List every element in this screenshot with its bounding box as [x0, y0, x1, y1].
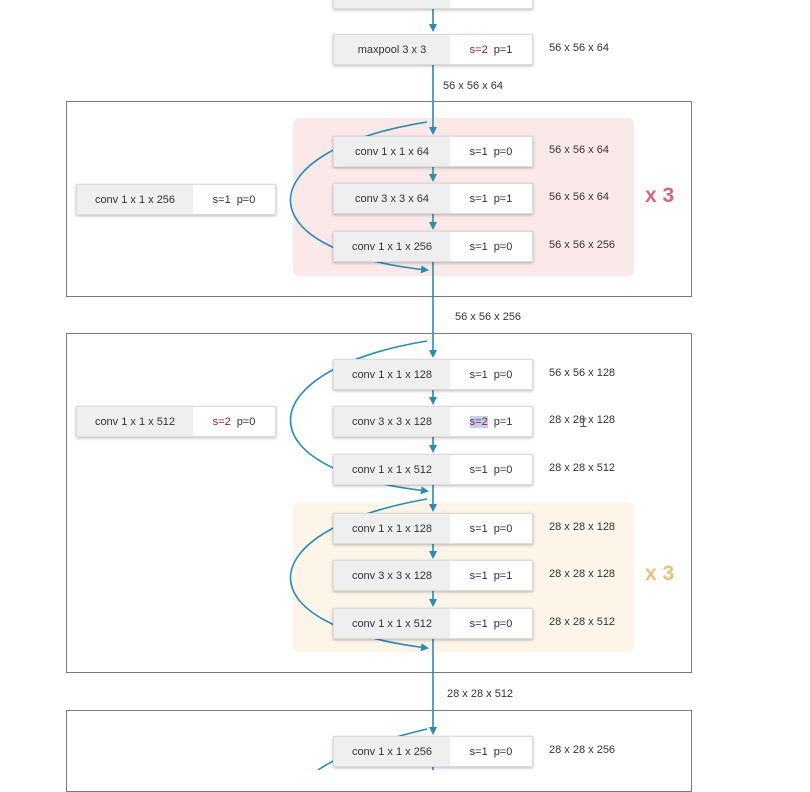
output-shape: 56 x 56 x 128	[549, 367, 616, 379]
stage1-layer-1: conv 1 x 1 x 64 s=1 p=0	[333, 136, 533, 167]
stride-value: s=2	[212, 415, 231, 428]
layer-params: s=1 p=0	[450, 737, 532, 766]
stage1-layer-3: conv 1 x 1 x 256 s=1 p=0	[333, 231, 533, 262]
pad-value: p=0	[493, 617, 513, 630]
resnet-diagram: x 3 x 3	[66, 0, 692, 792]
stride-value: s=2	[469, 415, 488, 428]
stage2-layer-1: conv 1 x 1 x 128 s=1 p=0	[333, 359, 533, 390]
stage2-repeat-label: x 3	[645, 562, 675, 585]
layer-name: conv 1 x 1 x 256	[334, 232, 450, 261]
output-shape: 28 x 28 x 128	[549, 414, 616, 426]
stride-value: s=1	[469, 569, 488, 582]
stage2-repeat-layer-2: conv 3 x 3 x 128 s=1 p=1	[333, 560, 533, 591]
layer-name: conv 1 x 1 x 512	[334, 609, 450, 638]
stride-value: s=1	[469, 463, 488, 476]
pad-value: p=1	[493, 569, 513, 582]
layer-name	[334, 0, 450, 8]
stage1-repeat-label: x 3	[645, 184, 675, 207]
between-shape: 56 x 56 x 64	[443, 80, 503, 92]
layer-params: s=1 p=1	[450, 561, 532, 590]
layer-params: s=1 p=0	[450, 360, 532, 389]
stride-value: s=1	[212, 193, 231, 206]
layer-name: conv 1 x 1 x 256	[77, 185, 193, 214]
pad-value: p=1	[493, 192, 513, 205]
layer-params: s=1 p=1	[450, 184, 532, 213]
maxpool-layer: maxpool 3 x 3 s=2 p=1	[333, 34, 533, 65]
output-shape: 56 x 56 x 64	[549, 191, 609, 203]
pad-value: p=0	[493, 745, 513, 758]
output-shape: 28 x 28 x 512	[549, 462, 616, 474]
stage2-layer-3: conv 1 x 1 x 512 s=1 p=0	[333, 454, 533, 485]
layer-name: conv 1 x 1 x 128	[334, 360, 450, 389]
layer-params: s=1 p=0	[450, 455, 532, 484]
stage1-shortcut-layer: conv 1 x 1 x 256 s=1 p=0	[76, 184, 276, 215]
layer-params: s=1 p=0	[193, 185, 275, 214]
stage2-shortcut-layer: conv 1 x 1 x 512 s=2 p=0	[76, 406, 276, 437]
stage1-layer-2: conv 3 x 3 x 64 s=1 p=1	[333, 183, 533, 214]
stage2-frame	[66, 333, 692, 673]
pad-value: p=0	[493, 368, 513, 381]
pad-value: p=0	[236, 415, 256, 428]
layer-params	[450, 0, 532, 8]
layer-name: conv 3 x 3 x 64	[334, 184, 450, 213]
partial-top-layer	[333, 0, 533, 9]
stride-value: s=1	[469, 522, 488, 535]
layer-name: conv 1 x 1 x 256	[334, 737, 450, 766]
layer-name: maxpool 3 x 3	[334, 35, 450, 64]
between-shape: 28 x 28 x 512	[447, 688, 514, 700]
output-shape: 56 x 56 x 64	[549, 144, 609, 156]
pad-value: p=0	[493, 240, 513, 253]
stage1-frame	[66, 101, 692, 297]
text-cursor-icon: Ɪ	[580, 416, 587, 430]
output-shape: 28 x 28 x 512	[549, 616, 616, 628]
output-shape: 56 x 56 x 256	[549, 239, 616, 251]
layer-params: s=2 p=1	[450, 407, 532, 436]
output-shape: 56 x 56 x 64	[549, 42, 609, 54]
layer-name: conv 3 x 3 x 128	[334, 407, 450, 436]
pad-value: p=0	[493, 463, 513, 476]
layer-name: conv 1 x 1 x 128	[334, 514, 450, 543]
stride-value: s=1	[469, 368, 488, 381]
layer-params: s=1 p=0	[450, 232, 532, 261]
stride-value: s=1	[469, 145, 488, 158]
layer-params: s=1 p=0	[450, 514, 532, 543]
layer-params: s=2 p=1	[450, 35, 532, 64]
pad-value: p=0	[236, 193, 256, 206]
stride-value: s=1	[469, 240, 488, 253]
output-shape: 28 x 28 x 128	[549, 568, 616, 580]
pad-value: p=0	[493, 522, 513, 535]
stage2-layer-2: conv 3 x 3 x 128 s=2 p=1	[333, 406, 533, 437]
output-shape: 28 x 28 x 256	[549, 744, 616, 756]
layer-params: s=1 p=0	[450, 137, 532, 166]
stride-value: s=1	[469, 617, 488, 630]
layer-params: s=2 p=0	[193, 407, 275, 436]
stride-value: s=2	[469, 43, 488, 56]
layer-params: s=1 p=0	[450, 609, 532, 638]
stride-value: s=1	[469, 192, 488, 205]
layer-name: conv 1 x 1 x 512	[334, 455, 450, 484]
pad-value: p=1	[493, 415, 513, 428]
stride-value: s=1	[469, 745, 488, 758]
layer-name: conv 1 x 1 x 512	[77, 407, 193, 436]
pad-value: p=0	[493, 145, 513, 158]
output-shape: 28 x 28 x 128	[549, 521, 616, 533]
pad-value: p=1	[493, 43, 513, 56]
stage3-layer-1: conv 1 x 1 x 256 s=1 p=0	[333, 736, 533, 767]
stage2-repeat-layer-3: conv 1 x 1 x 512 s=1 p=0	[333, 608, 533, 639]
layer-name: conv 3 x 3 x 128	[334, 561, 450, 590]
stage2-repeat-layer-1: conv 1 x 1 x 128 s=1 p=0	[333, 513, 533, 544]
between-shape: 56 x 56 x 256	[455, 311, 522, 323]
layer-name: conv 1 x 1 x 64	[334, 137, 450, 166]
